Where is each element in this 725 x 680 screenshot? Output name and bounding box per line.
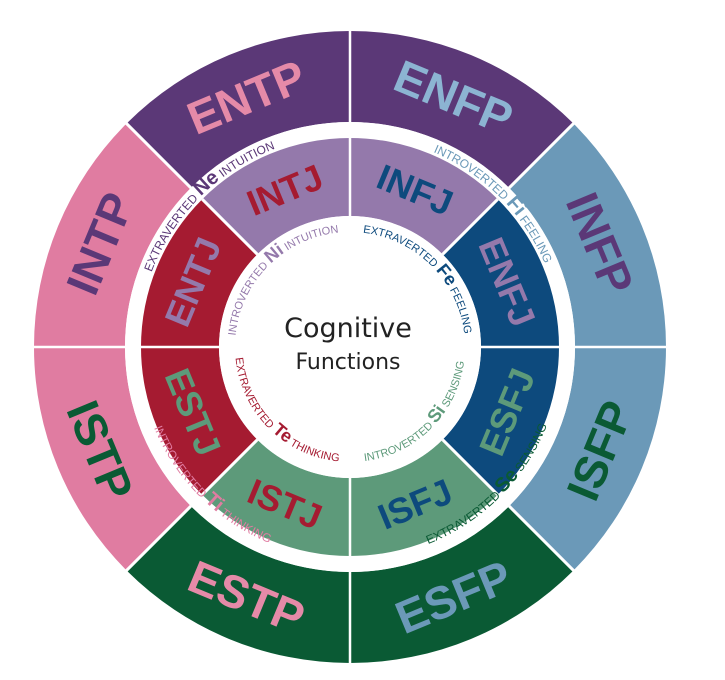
- inner-segment-entj: [141, 199, 258, 347]
- outer-separator: [508, 505, 576, 573]
- inner-segment-isfj: [350, 439, 498, 556]
- outer-segment-istp: [34, 347, 191, 571]
- inner-segment-esfj: [442, 347, 559, 495]
- inner-separator: [441, 198, 499, 256]
- outer-segment-estp: [126, 506, 350, 663]
- inner-separator: [201, 198, 259, 256]
- outer-segment-enfp: [350, 31, 574, 188]
- outer-separator: [508, 121, 576, 189]
- outer-segment-intp: [34, 123, 191, 347]
- inner-segment-estj: [141, 347, 258, 495]
- inner-segment-istj: [202, 439, 350, 556]
- outer-segment-infp: [509, 123, 666, 347]
- inner-ring: [141, 138, 559, 556]
- inner-segment-infj: [350, 138, 498, 255]
- inner-segment-intj: [202, 138, 350, 255]
- center-disc: [219, 216, 481, 478]
- outer-segment-esfp: [350, 506, 574, 663]
- inner-separator: [441, 438, 499, 496]
- outer-segment-isfp: [509, 347, 666, 571]
- outer-ring: [34, 31, 666, 663]
- outer-separator: [124, 121, 192, 189]
- outer-segment-entp: [126, 31, 350, 188]
- ring-separators: [32, 29, 668, 665]
- center-subtitle: Functions: [295, 350, 400, 375]
- outer-separator: [124, 505, 192, 573]
- inner-segment-enfj: [442, 199, 559, 347]
- inner-separator: [201, 438, 259, 496]
- center-title: Cognitive: [284, 313, 412, 344]
